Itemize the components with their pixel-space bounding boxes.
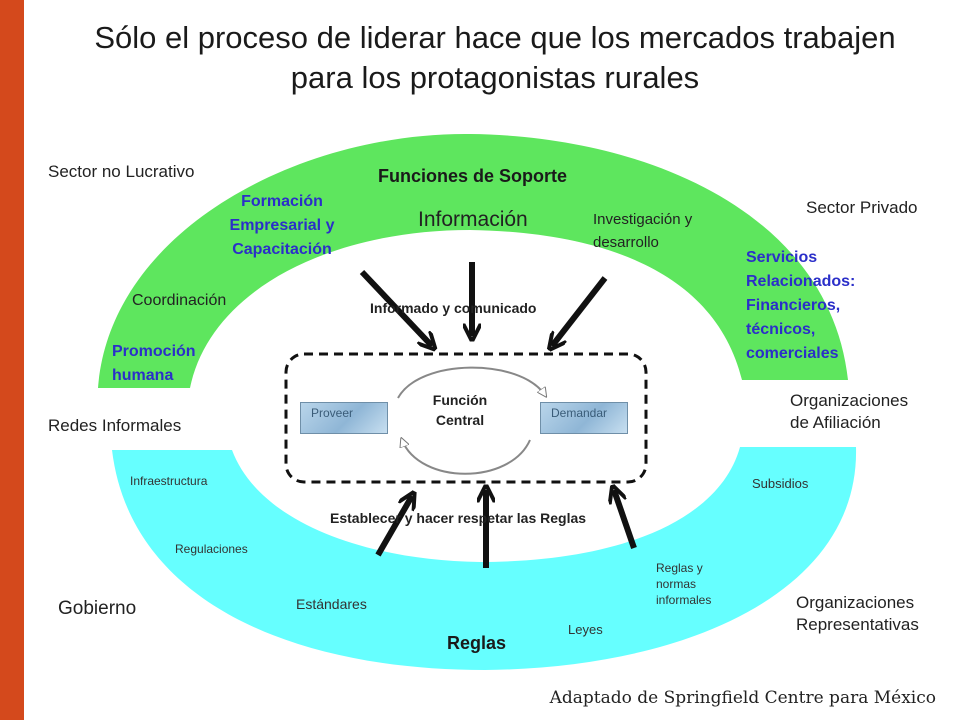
demandar-box: Demandar xyxy=(540,402,628,434)
cycle-arrow-bottom xyxy=(402,440,531,475)
servicios-relacionados-label: Servicios Relacionados: Financieros, téc… xyxy=(746,249,856,362)
page-title: Sólo el proceso de liderar hace que los … xyxy=(94,20,896,95)
promocion-humana-label: Promoción humana xyxy=(112,343,196,384)
rules-heading: Reglas xyxy=(447,633,507,653)
informado-comunicado-caption: Informado y comunicado xyxy=(370,300,537,316)
sector-redes-informales: Redes Informales xyxy=(48,416,182,435)
estandares-label: Estándares xyxy=(296,596,367,612)
arrow-estandares xyxy=(375,496,412,557)
arrow-reglas-informales xyxy=(614,490,637,549)
establecer-reglas-caption: Establecer y hacer respetar las Reglas xyxy=(330,510,587,526)
sector-privado: Sector Privado xyxy=(806,198,918,217)
sector-gobierno: Gobierno xyxy=(58,598,137,619)
proveer-box: Proveer xyxy=(300,402,388,434)
regulaciones-label: Regulaciones xyxy=(175,542,248,556)
support-functions-heading: Funciones de Soporte xyxy=(378,166,568,186)
coordinacion-label: Coordinación xyxy=(132,292,227,309)
rules-arc xyxy=(112,447,857,670)
support-functions-arc xyxy=(98,133,848,388)
source-credit: Adaptado de Springfield Centre para Méxi… xyxy=(549,688,936,708)
investigacion-label: Investigación y desarrollo xyxy=(593,211,693,251)
formacion-empresarial-label: Formación Empresarial y Capacitación xyxy=(229,193,335,258)
arrow-formacion xyxy=(359,269,432,346)
cycle-arrow-top xyxy=(397,366,545,399)
sector-no-lucrativo: Sector no Lucrativo xyxy=(48,162,195,181)
infraestructura-label: Infraestructura xyxy=(130,474,208,488)
sector-organizaciones-afiliacion: Organizaciones de Afiliación xyxy=(790,391,909,432)
side-accent-strip xyxy=(0,0,24,720)
informacion-label: Información xyxy=(418,208,528,231)
subsidios-label: Subsidios xyxy=(752,476,809,491)
reglas-informales-label: Reglas y normas informales xyxy=(656,561,712,607)
arrow-investigacion xyxy=(552,276,608,346)
leyes-label: Leyes xyxy=(568,622,603,637)
sector-organizaciones-representativas: Organizaciones Representativas xyxy=(796,593,919,634)
core-function-frame xyxy=(284,352,648,484)
funcion-central-label: Función Central xyxy=(432,392,488,428)
